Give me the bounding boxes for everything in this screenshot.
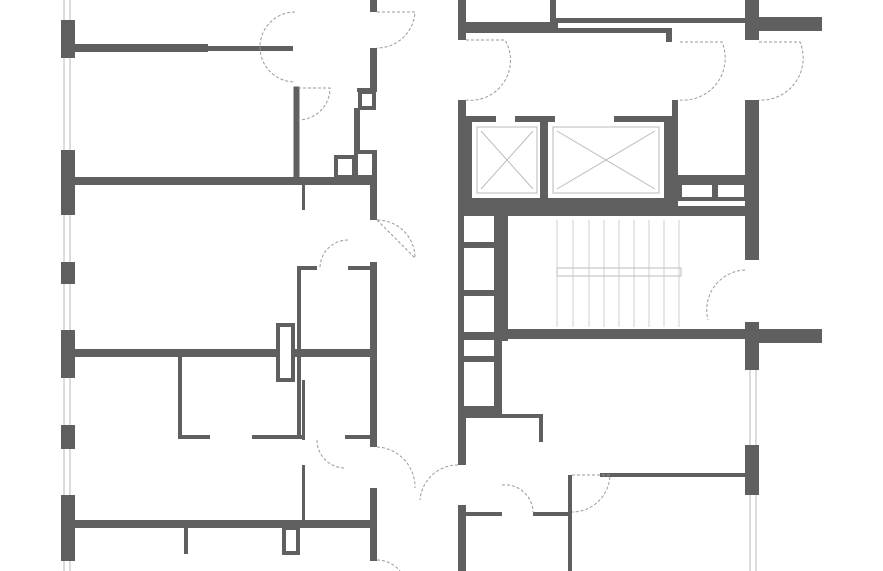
exterior-wall-west: [61, 0, 75, 571]
stair-treads: [556, 220, 682, 327]
door-swings: [259, 11, 804, 571]
staircase: [498, 100, 759, 341]
stair-handrail: [556, 267, 682, 277]
service-shafts: [458, 100, 758, 416]
east-walls: [466, 322, 822, 571]
elevator-core: [466, 116, 672, 206]
corridor-wall-west: [370, 0, 377, 561]
utility-rooms-west: [178, 86, 377, 555]
room-partitions-west: [61, 44, 377, 528]
corridor-wall-east: [458, 0, 822, 571]
